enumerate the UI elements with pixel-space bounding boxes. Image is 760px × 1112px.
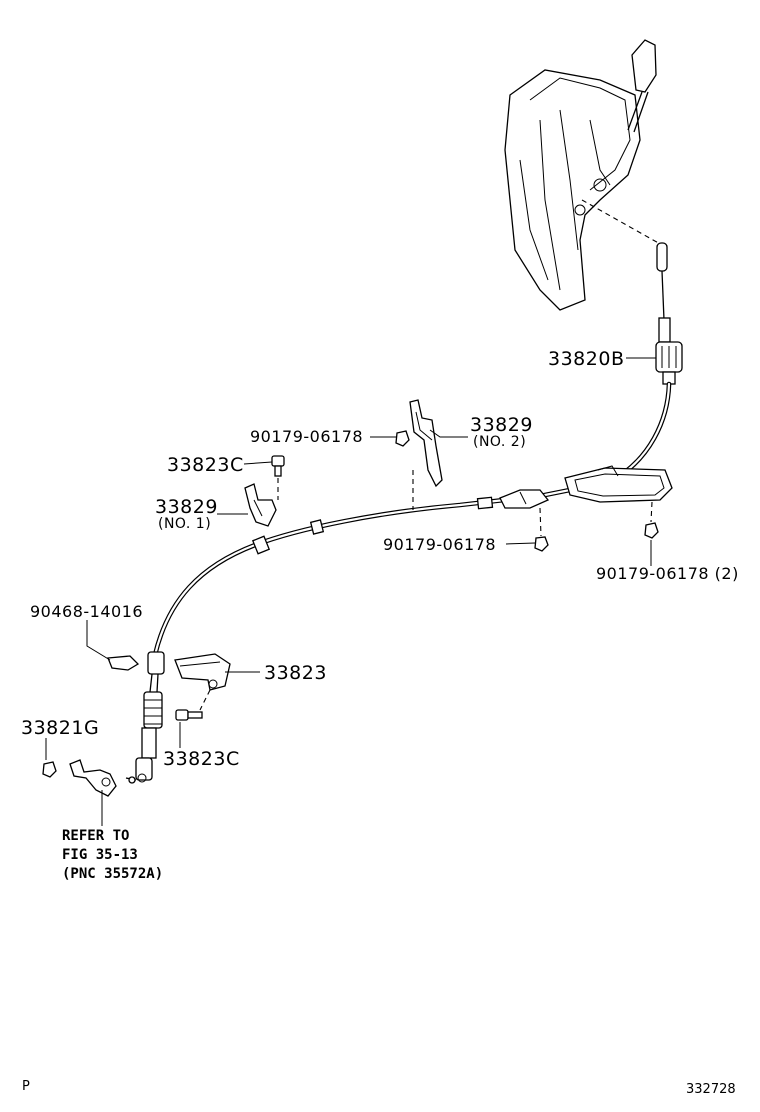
nut-90179-right: [644, 522, 659, 539]
label-33823C-top: 33823C: [167, 454, 244, 476]
label-90179-c: 90179-06178 (2): [596, 564, 739, 583]
leader-dashed-nut-right: [650, 501, 653, 523]
cable-lower-end: [135, 651, 165, 783]
transmission-lever-arm: [69, 759, 137, 797]
bracket-33823: [174, 653, 231, 691]
refer-note-line3: (PNC 35572A): [62, 866, 163, 882]
bracket-33829-no2: [409, 399, 443, 488]
leader-dashed-bracket-33823: [199, 689, 211, 711]
label-33823: 33823: [264, 662, 327, 684]
leader-lines: [45, 357, 656, 826]
refer-note-line1: REFER TO: [62, 828, 129, 844]
cable-upper-end: [655, 242, 683, 385]
clip-90468: [107, 655, 140, 671]
label-33823C-bottom: 33823C: [163, 748, 240, 770]
nut-90179-middle: [534, 536, 549, 552]
label-90179-b: 90179-06178: [383, 535, 496, 554]
label-33829-left-sub: (NO. 1): [158, 516, 211, 532]
nut-90179-upper: [395, 430, 410, 447]
bolt-33823C-lower: [175, 709, 203, 721]
cable-floor-plate: [564, 465, 673, 503]
corner-left-marker: P: [22, 1079, 30, 1094]
leader-dashed-lever: [581, 199, 663, 246]
bolt-33823C-upper: [271, 455, 285, 477]
refer-note-line2: FIG 35-13: [62, 847, 138, 863]
nut-33821G: [42, 761, 57, 778]
leader-dashed-nut-middle: [539, 507, 542, 537]
label-90179-a: 90179-06178: [250, 427, 363, 446]
label-33829-left: 33829: [155, 496, 218, 518]
label-33829-top-sub: (NO. 2): [473, 434, 526, 450]
label-33829-top: 33829: [470, 414, 533, 436]
shift-lever-assembly: [504, 39, 657, 311]
label-90468: 90468-14016: [30, 602, 143, 621]
shift-cable: [152, 381, 672, 658]
label-33820B: 33820B: [548, 348, 624, 370]
bracket-33829-no1: [244, 483, 277, 527]
cable-clamp-right: [499, 489, 550, 509]
label-33821G: 33821G: [21, 717, 99, 739]
figure-number: 332728: [686, 1082, 736, 1097]
